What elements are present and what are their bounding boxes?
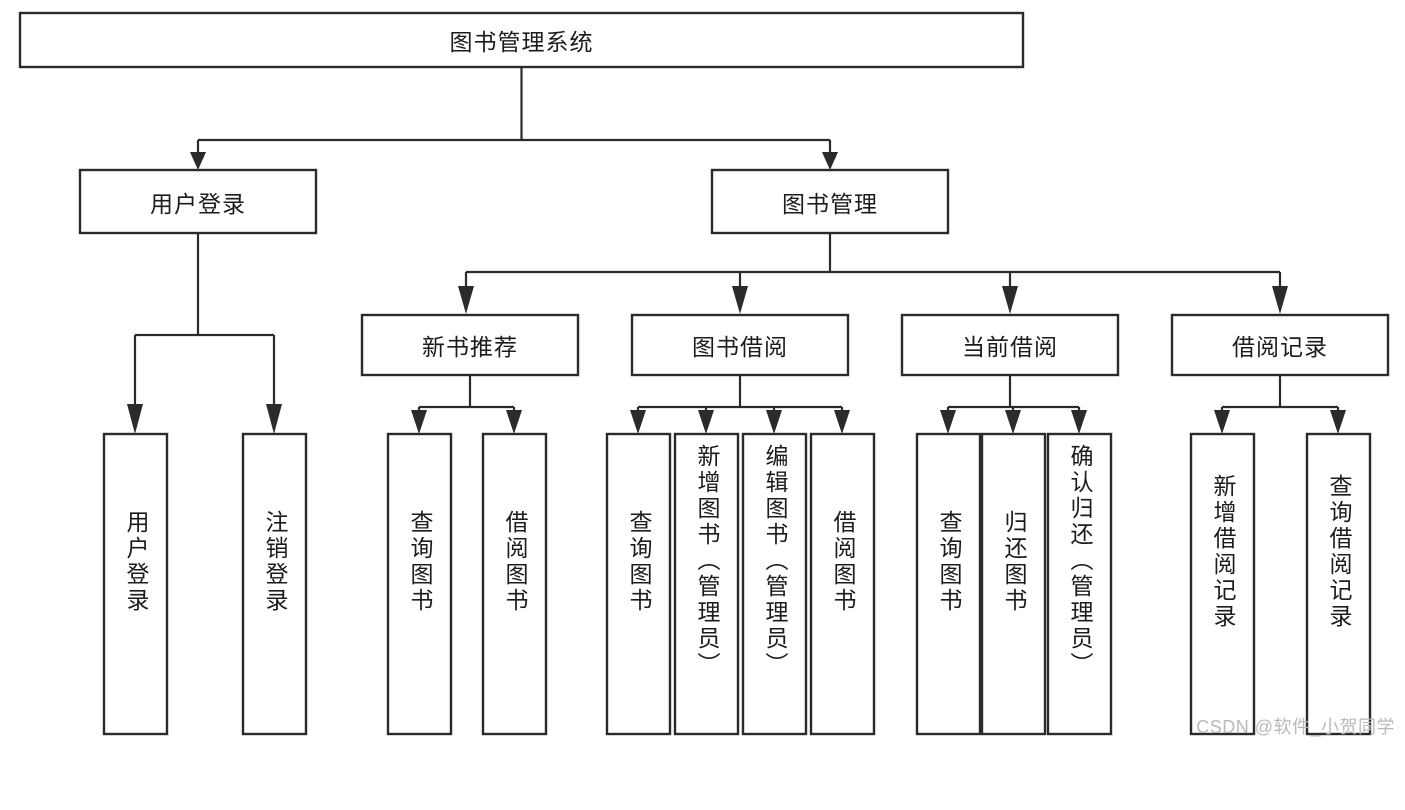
watermark-text: CSDN @软件_小贺同学	[1196, 717, 1395, 737]
node-box-leaf-add-book-admin[interactable]	[673, 432, 740, 736]
node-box-current-borrow[interactable]	[900, 313, 1120, 377]
node-box-book-borrow[interactable]	[630, 313, 850, 377]
node-box-leaf-query-book-bb[interactable]	[605, 432, 672, 736]
node-box-leaf-query-book-nbr[interactable]	[386, 432, 453, 736]
node-box-borrow-record[interactable]	[1170, 313, 1390, 377]
arrow-current-leaf-1	[940, 410, 956, 434]
arrow-current-leaf-3	[1071, 410, 1087, 434]
arrow-borrow-leaf-4	[834, 410, 850, 434]
node-box-book-manage[interactable]	[710, 168, 950, 235]
arrow-root-to-book-manage	[822, 152, 838, 170]
arrow-record-leaf-1	[1214, 410, 1230, 434]
flowchart-svg	[18, 11, 1390, 736]
arrow-borrow-leaf-3	[766, 410, 782, 434]
node-box-leaf-logout[interactable]	[241, 432, 308, 736]
arrow-bookmanage-to-borrow	[732, 286, 748, 314]
node-box-leaf-query-borrow-record[interactable]	[1305, 432, 1372, 736]
node-box-leaf-confirm-return-admin[interactable]	[1046, 432, 1113, 736]
nodes-group	[18, 11, 1390, 736]
arrow-bookmanage-to-newbook	[458, 286, 474, 314]
arrow-current-leaf-2	[1005, 410, 1021, 434]
connectors-group	[127, 67, 1346, 434]
arrow-userlogin-leaf-2	[266, 404, 282, 434]
node-box-leaf-borrow-book-nbr[interactable]	[481, 432, 548, 736]
node-box-leaf-borrow-book-bb[interactable]	[809, 432, 876, 736]
node-box-leaf-edit-book-admin[interactable]	[741, 432, 808, 736]
node-box-root[interactable]	[18, 11, 1025, 69]
node-box-new-book-recommend[interactable]	[360, 313, 580, 377]
arrow-root-to-user-login	[190, 152, 206, 170]
arrow-newbook-leaf-1	[411, 410, 427, 434]
arrow-bookmanage-to-record	[1272, 286, 1288, 314]
arrow-userlogin-leaf-1	[127, 404, 143, 434]
node-box-leaf-return-book[interactable]	[980, 432, 1047, 736]
diagram-canvas: 图书管理系统 用户登录 图书管理 新书推荐 图书借阅 当前借阅 借阅记录 用户登…	[18, 11, 1395, 737]
node-box-user-login[interactable]	[78, 168, 318, 235]
arrow-record-leaf-2	[1330, 410, 1346, 434]
arrow-newbook-leaf-2	[506, 410, 522, 434]
arrow-borrow-leaf-2	[698, 410, 714, 434]
arrow-bookmanage-to-current	[1002, 286, 1018, 314]
node-box-leaf-query-book-cb[interactable]	[915, 432, 982, 736]
arrow-borrow-leaf-1	[630, 410, 646, 434]
node-box-leaf-add-borrow-record[interactable]	[1189, 432, 1256, 736]
node-box-leaf-user-login[interactable]	[102, 432, 169, 736]
